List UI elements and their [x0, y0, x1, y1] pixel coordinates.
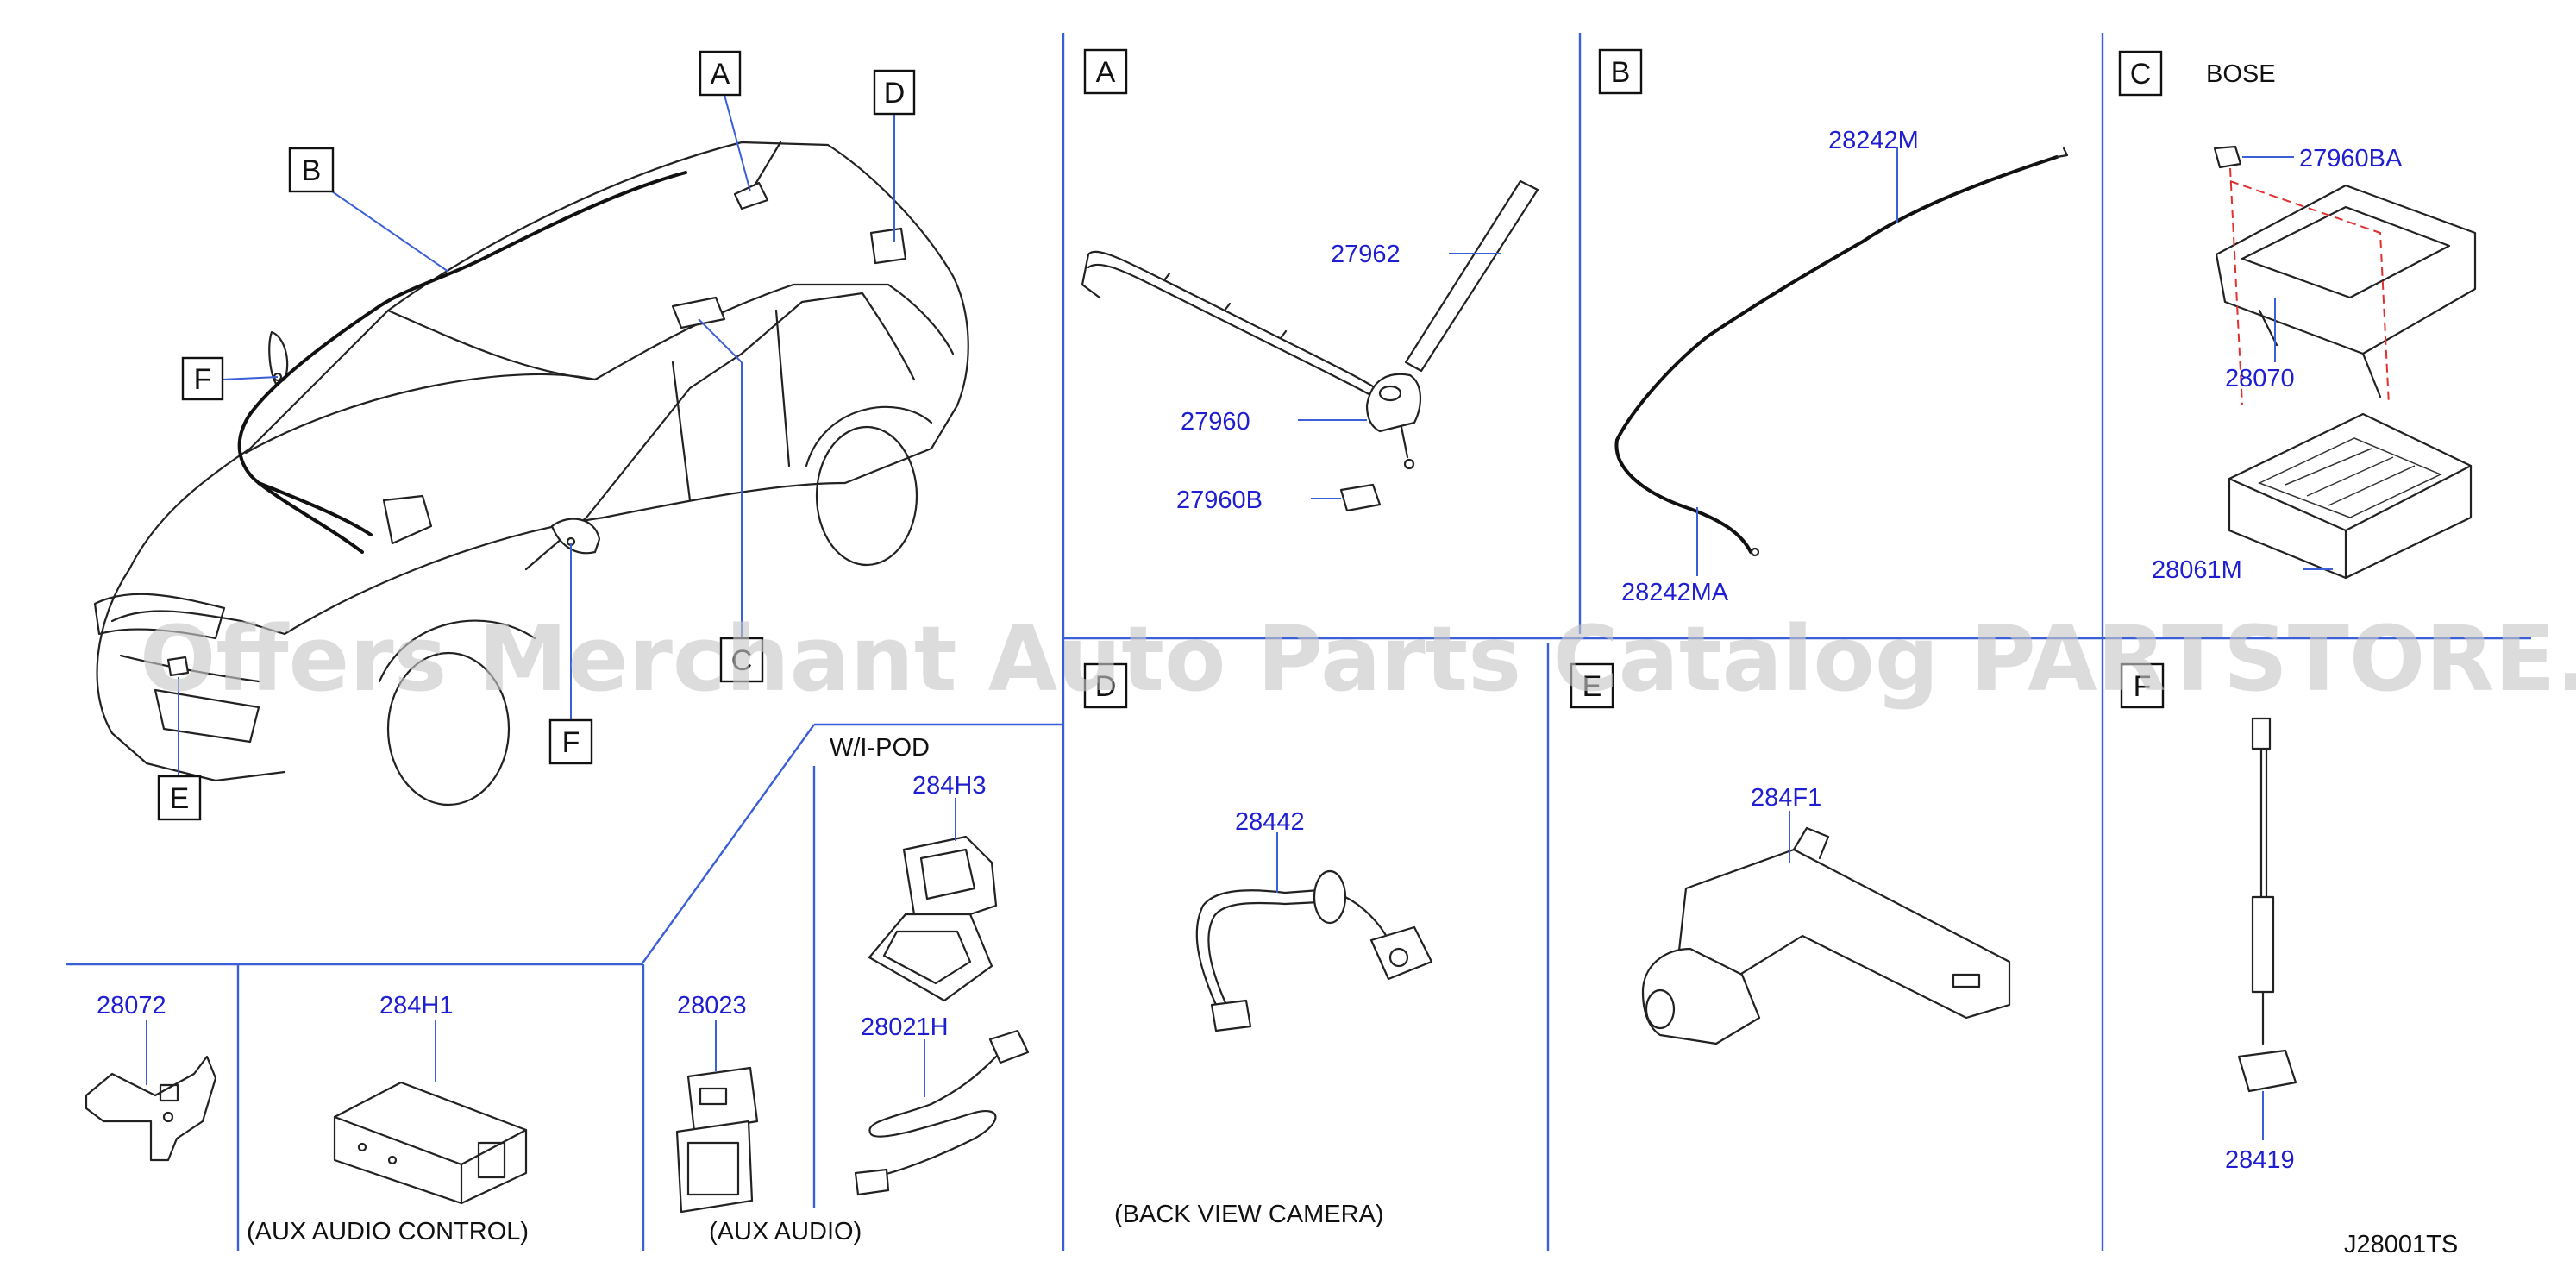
section-ipod: W/I-POD 284H3 28021H — [830, 734, 1030, 1196]
callout-f-left-overview: F — [181, 356, 224, 401]
svg-text:D: D — [1095, 670, 1117, 703]
svg-text:B: B — [1611, 56, 1631, 89]
part-28070: 28070 — [2225, 365, 2295, 392]
part-284f1: 284F1 — [1751, 784, 1821, 812]
svg-text:D: D — [884, 77, 906, 110]
callout-b-section: B — [1598, 48, 1643, 95]
svg-text:C: C — [2130, 58, 2152, 91]
part-27960b: 27960B — [1176, 486, 1263, 514]
callout-c-overview: C — [719, 637, 764, 683]
watermark: Offers Merchant Auto Parts Catalog PARTS… — [140, 606, 2576, 712]
section-d: D 28442 (BACK VIEW CAMERA) — [1083, 662, 1433, 1228]
part-28072: 28072 — [97, 992, 166, 1020]
callout-c-section: C — [2118, 50, 2163, 97]
section-f: F 28419 — [2120, 662, 2297, 1174]
callout-d-overview: D — [873, 69, 916, 116]
part-27960ba: 27960BA — [2299, 145, 2403, 173]
svg-text:E: E — [170, 782, 190, 815]
section-aux-audio: 28023 (AUX AUDIO) — [675, 992, 862, 1245]
part-284h1: 284H1 — [379, 992, 453, 1020]
svg-text:A: A — [1096, 56, 1116, 89]
section-b: B 28242M 28242MA — [1598, 48, 2069, 606]
aux-audio-control-caption: (AUX AUDIO CONTROL) — [247, 1218, 529, 1245]
part-28061m: 28061M — [2152, 556, 2242, 584]
callout-e-section: E — [1570, 662, 1614, 709]
callout-e-overview: E — [157, 775, 202, 821]
bose-note: BOSE — [2206, 60, 2276, 88]
aux-audio-caption: (AUX AUDIO) — [709, 1218, 862, 1245]
callout-d-section: D — [1083, 662, 1128, 709]
svg-text:B: B — [302, 154, 322, 187]
callout-a-overview: A — [699, 50, 742, 97]
section-c: C BOSE 27960BA 28070 28061M — [2118, 50, 2477, 584]
catalog-code: J28001TS — [2344, 1231, 2458, 1258]
overview-callouts: A D B F C F E — [157, 50, 916, 821]
section-28072: 28072 — [85, 992, 217, 1162]
part-28242ma: 28242MA — [1621, 579, 1729, 606]
svg-text:C: C — [731, 644, 753, 677]
part-28023: 28023 — [677, 992, 747, 1020]
part-28021h: 28021H — [861, 1013, 949, 1041]
ipod-note: W/I-POD — [830, 734, 930, 762]
part-28419: 28419 — [2225, 1146, 2295, 1174]
vehicle-overview — [93, 141, 969, 806]
callout-f-section: F — [2120, 662, 2165, 709]
section-dividers — [66, 33, 2531, 1251]
callout-b-overview: B — [288, 147, 335, 193]
back-view-camera-caption: (BACK VIEW CAMERA) — [1114, 1201, 1384, 1228]
part-27962: 27962 — [1331, 241, 1401, 268]
svg-text:A: A — [711, 58, 730, 91]
part-28242m: 28242M — [1828, 127, 1919, 154]
callout-a-section: A — [1083, 48, 1128, 95]
svg-text:F: F — [562, 726, 580, 759]
part-284h3: 284H3 — [912, 772, 986, 800]
svg-text:F: F — [194, 363, 212, 396]
section-a: A 27962 27960 27960B — [1081, 48, 1539, 514]
section-aux-control: 284H1 (AUX AUDIO CONTROL) — [247, 992, 529, 1245]
part-27960: 27960 — [1181, 408, 1250, 436]
svg-text:F: F — [2134, 670, 2152, 703]
section-e: E 284F1 — [1570, 662, 2011, 1045]
svg-text:E: E — [1583, 670, 1602, 703]
overview-leaders — [178, 94, 895, 776]
callout-f-right-overview: F — [548, 718, 593, 765]
part-28442: 28442 — [1235, 808, 1305, 836]
